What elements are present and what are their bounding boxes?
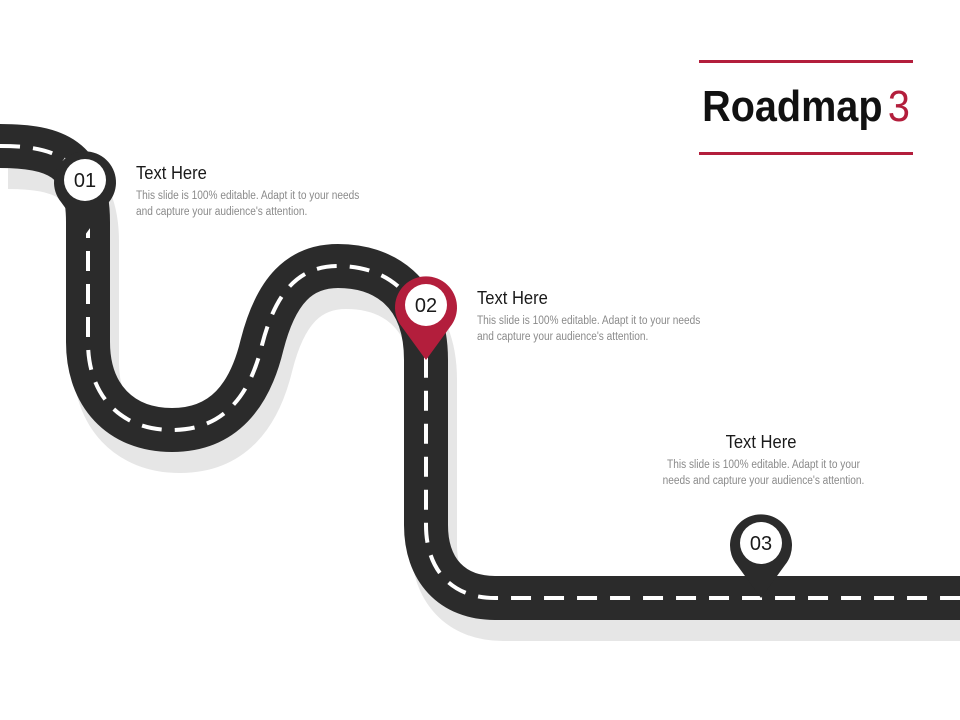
milestone-callout-03: Text Here This slide is 100% editable. A… xyxy=(646,431,876,489)
milestone-callout-01: Text Here This slide is 100% editable. A… xyxy=(136,162,386,220)
pin-inner-circle xyxy=(64,159,106,201)
pin-inner-circle xyxy=(405,284,447,326)
milestone-callout-02: Text Here This slide is 100% editable. A… xyxy=(477,287,727,345)
milestone-pin-01: 01 xyxy=(54,151,116,235)
milestone-pin-02: 02 xyxy=(395,276,457,360)
pin-number: 02 xyxy=(415,295,437,317)
title-text: Roadmap xyxy=(702,82,883,131)
milestone-pin-03: 03 xyxy=(730,514,792,598)
pin-number: 01 xyxy=(74,170,96,192)
road-shadow xyxy=(7,143,960,641)
milestone-heading: Text Here xyxy=(725,432,797,452)
milestone-description: This slide is 100% editable. Adapt it to… xyxy=(662,459,865,487)
pin-inner-circle xyxy=(740,522,782,564)
milestone-heading: Text Here xyxy=(477,288,548,308)
title-rule-top xyxy=(699,60,913,63)
milestone-heading: Text Here xyxy=(136,163,207,183)
pin-number: 03 xyxy=(750,533,772,555)
milestone-description: This slide is 100% editable. Adapt it to… xyxy=(477,315,701,343)
title-number: 3 xyxy=(887,82,910,131)
title-rule-bottom xyxy=(699,152,913,155)
lane-markings xyxy=(0,144,960,600)
milestone-description: This slide is 100% editable. Adapt it to… xyxy=(136,190,360,218)
